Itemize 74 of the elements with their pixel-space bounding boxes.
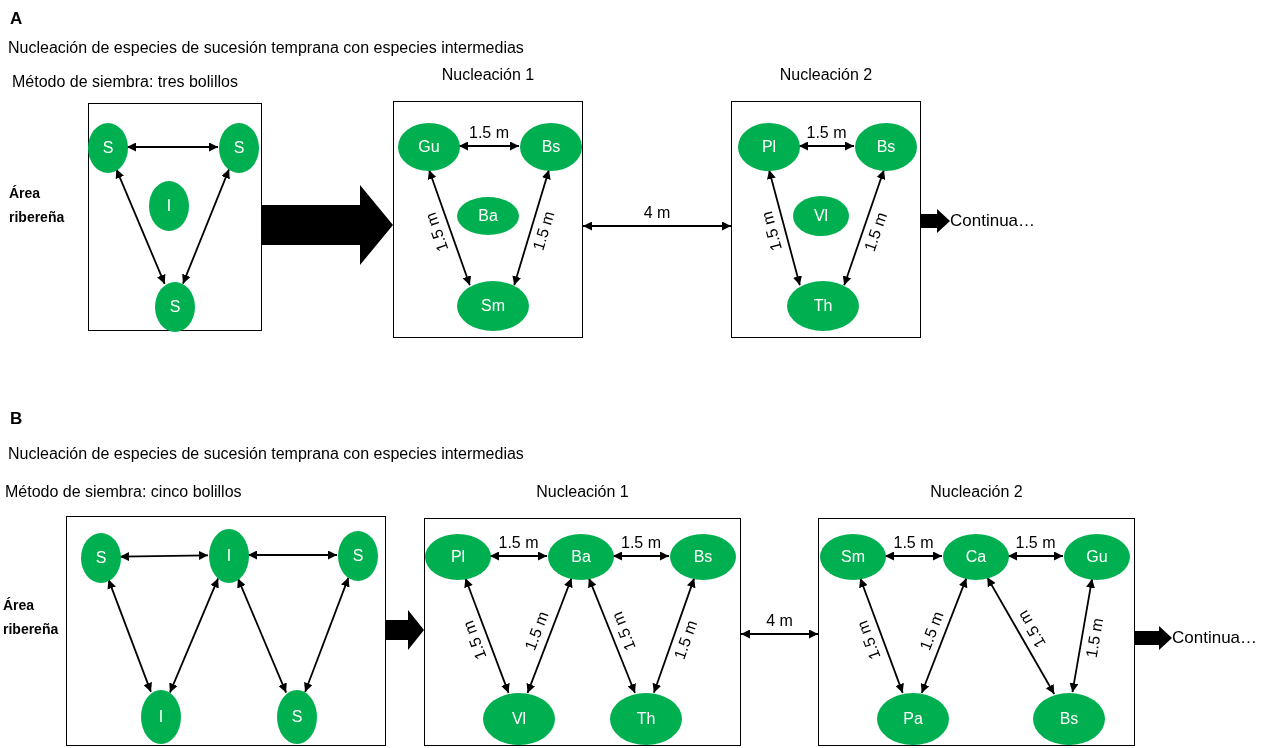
block-arrow	[386, 610, 424, 650]
arrow	[237, 577, 287, 694]
species-node: Gu	[398, 123, 460, 171]
arrow	[458, 141, 520, 151]
arrow	[107, 578, 152, 693]
species-node: S	[155, 282, 195, 332]
species-node: Bs	[670, 534, 736, 580]
species-node: Pa	[877, 693, 949, 745]
species-node: Th	[610, 693, 682, 745]
arrow	[652, 577, 696, 694]
species-node: S	[88, 123, 128, 173]
species-node: Sm	[457, 281, 529, 331]
area-label: Área ribereña	[9, 184, 66, 227]
arrow	[126, 142, 219, 152]
species-node: Pl	[738, 123, 800, 171]
arrow	[119, 550, 209, 562]
arrow	[740, 629, 819, 639]
arrow	[588, 577, 636, 694]
species-node: I	[141, 690, 181, 744]
species-node: S	[219, 123, 259, 173]
species-node: Pl	[425, 534, 491, 580]
arrow	[582, 221, 732, 231]
caption-text: Método de siembra: tres bolillos	[12, 72, 238, 92]
arrow	[512, 169, 551, 287]
area-label: Área ribereña	[3, 596, 60, 639]
species-node: Sm	[820, 534, 886, 580]
panel-heading: Nucleación 1	[535, 482, 630, 502]
arrow	[169, 577, 219, 694]
caption-text: Método de siembra: cinco bolillos	[5, 482, 242, 502]
species-node: Bs	[855, 123, 917, 171]
panel-heading: Nucleación 2	[778, 65, 874, 85]
arrow	[489, 551, 548, 561]
arrow	[612, 551, 670, 561]
arrow	[182, 168, 230, 285]
panel-heading: Nucleación 1	[440, 65, 536, 85]
panel-letter: A	[10, 8, 23, 30]
continue-text: Continua…	[950, 207, 1036, 235]
arrow	[427, 169, 472, 287]
arrow	[859, 577, 904, 694]
species-node: I	[209, 529, 249, 583]
block-arrow	[921, 209, 950, 233]
arrow	[304, 576, 350, 693]
arrow	[464, 577, 510, 694]
caption-text: Nucleación de especies de sucesión temprana con especies intermedias	[8, 444, 524, 464]
arrow	[247, 550, 338, 560]
arrow	[526, 577, 573, 694]
species-node: Bs	[1033, 693, 1105, 745]
species-node: Ba	[457, 197, 519, 235]
arrow	[1069, 577, 1095, 694]
species-node: Gu	[1064, 534, 1130, 580]
block-arrow	[1135, 626, 1172, 650]
species-node: Th	[787, 281, 859, 331]
arrow	[1007, 551, 1064, 561]
panel-letter: B	[10, 408, 23, 430]
species-node: Bs	[520, 123, 582, 171]
continue-text: Continua…	[1172, 624, 1258, 652]
block-arrow	[262, 185, 393, 265]
species-node: I	[149, 181, 189, 231]
species-node: S	[338, 531, 378, 581]
species-node: S	[81, 533, 121, 583]
arrow	[798, 141, 855, 151]
arrow	[767, 169, 802, 287]
arrow	[842, 169, 886, 287]
species-node: S	[277, 690, 317, 744]
arrow	[920, 577, 968, 694]
arrow	[884, 551, 943, 561]
arrow	[115, 168, 166, 285]
species-node: Ba	[548, 534, 614, 580]
panel-heading: Nucleación 2	[929, 482, 1024, 502]
arrow	[986, 576, 1056, 695]
caption-text: Nucleación de especies de sucesión temprana con especies intermedias	[8, 38, 524, 58]
species-node: Ca	[943, 534, 1009, 580]
species-node: Vl	[483, 693, 555, 745]
species-node: Vl	[793, 196, 849, 236]
